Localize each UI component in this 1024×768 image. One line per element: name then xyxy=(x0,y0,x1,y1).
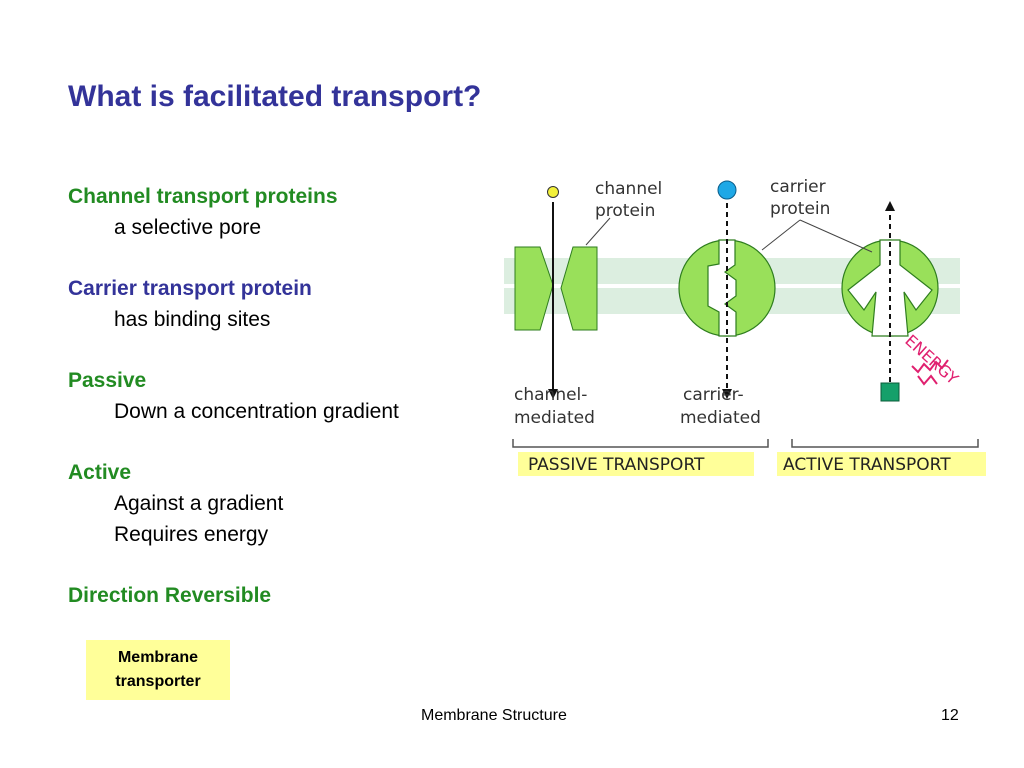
note-line: Membrane xyxy=(117,649,198,666)
bullet-list: Channel transport proteins a selective p… xyxy=(68,182,498,642)
small-solute-dot xyxy=(547,186,559,198)
note-line: transporter xyxy=(115,673,201,690)
page-number: 12 xyxy=(941,707,959,724)
channel-protein-left-half xyxy=(514,246,554,331)
passive-transport-band xyxy=(518,452,754,476)
energy-zigzag-icon xyxy=(911,359,949,374)
slide-title: What is facilitated transport? xyxy=(68,80,482,113)
section-channel-proteins: Channel transport proteins a selective p… xyxy=(68,182,498,243)
active-transport-band xyxy=(777,452,986,476)
footer-title: Membrane Structure xyxy=(421,707,567,724)
energy-arrow-icon xyxy=(917,374,938,386)
carrier-protein-label: carrier xyxy=(770,177,826,197)
section-line: has binding sites xyxy=(114,308,271,331)
section-heading: Active xyxy=(68,461,132,484)
section-active: Active Against a gradient Requires energ… xyxy=(68,458,498,550)
carrier-pointer-line-1 xyxy=(761,219,801,251)
carrier-mediated-label: carrier- xyxy=(683,385,744,405)
carrier-pointer-line-2 xyxy=(799,219,873,253)
channel-protein-right-half xyxy=(560,246,598,331)
section-line: Down a concentration gradient xyxy=(114,400,399,423)
section-heading: Passive xyxy=(68,369,147,392)
channel-protein-label: protein xyxy=(595,201,655,221)
active-solute-square xyxy=(880,382,900,402)
passive-transport-label: PASSIVE TRANSPORT xyxy=(528,455,705,475)
section-passive: Passive Down a concentration gradient xyxy=(68,366,498,427)
active-bracket xyxy=(791,439,979,448)
channel-protein-label: channel xyxy=(595,179,662,199)
section-line: Against a gradient xyxy=(114,492,284,515)
section-direction: Direction Reversible xyxy=(68,581,498,611)
carrier-protein-label: protein xyxy=(770,199,830,219)
section-heading: Direction Reversible xyxy=(68,584,272,607)
energy-label: ENERGY xyxy=(901,331,962,389)
section-heading: Carrier transport protein xyxy=(68,277,312,300)
channel-mediated-label: mediated xyxy=(514,408,595,428)
channel-pointer-line xyxy=(585,217,611,246)
carrier-mediated-label: mediated xyxy=(680,408,761,428)
section-line: Requires energy xyxy=(114,523,269,546)
solute-dot xyxy=(717,180,737,200)
section-carrier-protein: Carrier transport protein has binding si… xyxy=(68,274,498,335)
section-line: a selective pore xyxy=(114,216,262,239)
passive-bracket xyxy=(512,439,769,448)
transport-diagram: ENERGY channel protein carrier protein c… xyxy=(504,177,986,476)
section-heading: Channel transport proteins xyxy=(68,185,338,208)
active-transport-label: ACTIVE TRANSPORT xyxy=(783,455,951,475)
channel-mediated-label: channel- xyxy=(514,385,587,405)
membrane-transporter-note: Membrane transporter xyxy=(86,640,230,700)
